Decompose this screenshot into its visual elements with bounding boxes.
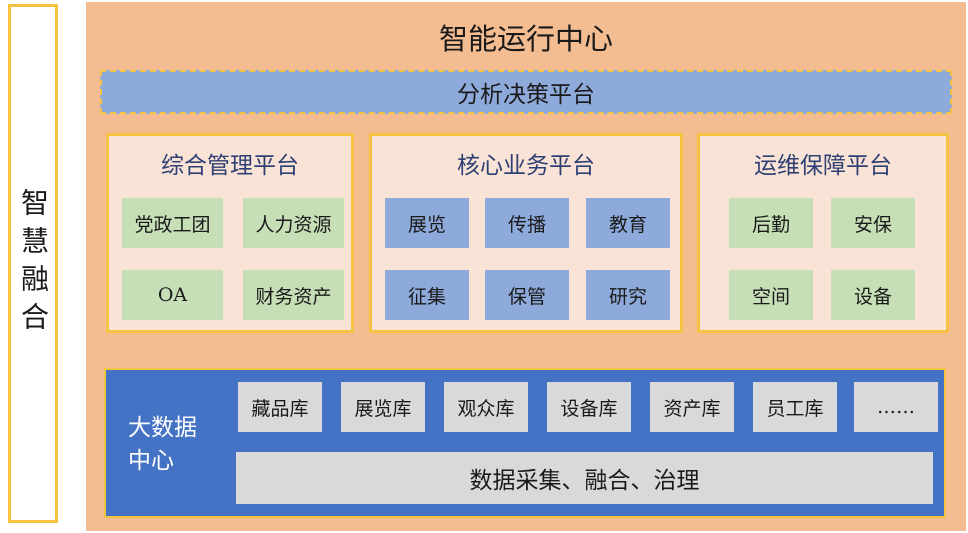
decision-platform-bar: 分析决策平台 xyxy=(100,70,952,114)
platform-title: 综合管理平台 xyxy=(161,153,299,179)
platform-item: 空间 xyxy=(729,270,813,320)
platform-item: 设备 xyxy=(831,270,915,320)
data-pipeline-bar: 数据采集、融合、治理 xyxy=(236,452,933,504)
platform-item: 征集 xyxy=(385,270,469,320)
database-box: 展览库 xyxy=(341,382,425,432)
big-data-center: 大数据中心 藏品库 展览库 观众库 设备库 资产库 员工库 …… 数据采集、融合… xyxy=(104,368,946,518)
core-business-platform: 核心业务平台 展览 传播 教育 征集 保管 研究 xyxy=(369,133,683,333)
database-box-more: …… xyxy=(854,382,938,432)
platform-title: 运维保障平台 xyxy=(754,153,892,179)
platform-title: 核心业务平台 xyxy=(457,153,595,179)
platform-item: 财务资产 xyxy=(243,270,344,320)
platform-item: OA xyxy=(122,270,223,320)
database-box: 设备库 xyxy=(547,382,631,432)
management-platform: 综合管理平台 党政工团 人力资源 OA 财务资产 xyxy=(106,133,354,333)
platform-item: 保管 xyxy=(485,270,569,320)
platform-item: 人力资源 xyxy=(243,198,344,248)
operations-support-platform: 运维保障平台 后勤 安保 空间 设备 xyxy=(697,133,949,333)
platform-item: 研究 xyxy=(586,270,670,320)
database-box: 员工库 xyxy=(753,382,837,432)
platform-item: 安保 xyxy=(831,198,915,248)
database-box: 观众库 xyxy=(444,382,528,432)
big-data-title: 大数据中心 xyxy=(128,415,197,474)
platform-item: 教育 xyxy=(586,198,670,248)
platform-item: 传播 xyxy=(485,198,569,248)
database-box: 资产库 xyxy=(650,382,734,432)
database-box: 藏品库 xyxy=(238,382,322,432)
side-border-box: 智慧融合 xyxy=(8,4,58,523)
side-label: 智慧融合 xyxy=(17,187,50,340)
diagram-title: 智能运行中心 xyxy=(438,22,613,56)
operations-center-panel: 智能运行中心 分析决策平台 综合管理平台 党政工团 人力资源 OA 财务资产 核… xyxy=(86,2,966,531)
platform-item: 展览 xyxy=(385,198,469,248)
platform-item: 后勤 xyxy=(729,198,813,248)
platform-item: 党政工团 xyxy=(122,198,223,248)
